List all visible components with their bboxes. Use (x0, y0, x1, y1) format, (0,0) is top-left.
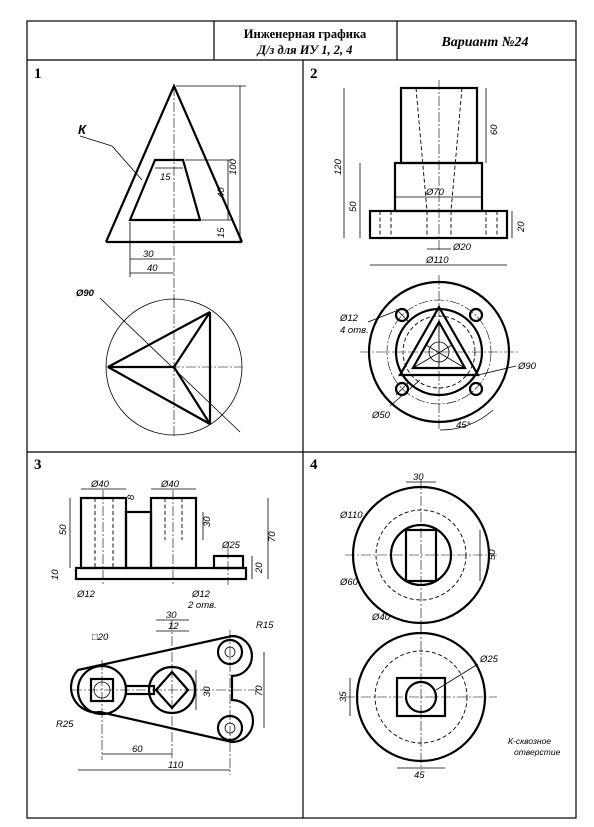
dim-12b-text: Ø12 (191, 589, 211, 600)
dim-angle-text: 45° (456, 420, 471, 431)
d90-leader (477, 365, 517, 376)
task-3-number: 3 (34, 457, 42, 473)
task-2: 2 60 120 50 Ø70 20 Ø20 Ø110 (310, 66, 537, 431)
dim-10-text: 10 (50, 569, 61, 580)
bolt-x-3 (395, 382, 409, 396)
header-subtitle: Д/з для ИУ 1, 2, 4 (257, 43, 353, 57)
k-leader-2 (111, 145, 143, 181)
dim-45-4-text: 45 (414, 770, 425, 781)
angle-arc (439, 409, 494, 431)
d25-leader (435, 663, 479, 691)
dim-70b-text: 70 (254, 685, 265, 696)
dim-50b-text: Ø50 (371, 410, 391, 421)
bolt-hole-1 (394, 307, 410, 323)
dim-holes-text: 4 отв. (340, 325, 369, 336)
left-boss (79, 496, 128, 570)
dim-90b-text: Ø90 (517, 361, 537, 372)
tri-line-2 (412, 344, 453, 369)
dim-60-text: 60 (489, 124, 500, 135)
dim-20-text: Ø20 (452, 242, 472, 253)
base-plate (74, 566, 248, 581)
dim-30v-text: 30 (202, 516, 213, 527)
label-k: К (78, 122, 87, 137)
task-2-number: 2 (310, 66, 318, 82)
dim-12a-text: Ø12 (76, 589, 96, 600)
top-section-2 (107, 366, 211, 425)
dim-35-4-text: 35 (338, 691, 349, 702)
dim-40a-text: Ø40 (90, 479, 110, 490)
dim-110-text: Ø110 (425, 255, 449, 266)
d50-leader (389, 379, 421, 407)
dim-40-4-text: Ø40 (371, 612, 391, 623)
hidden-cone-1 (415, 87, 428, 212)
small-boss (212, 554, 245, 570)
dim-110c-text: 110 (168, 760, 184, 771)
sheet-border (26, 20, 577, 819)
dim-8-text: 8 (126, 494, 137, 500)
dim-40-v-text: 40 (216, 187, 227, 198)
bolt-hole-2 (468, 307, 484, 323)
dim-25-4-text: Ø25 (479, 654, 499, 665)
cone-cutout (128, 158, 202, 222)
d12-leader (367, 310, 397, 323)
dim-70v-text: 70 (267, 531, 278, 542)
base-flange (368, 209, 509, 240)
dim-t30-text: 30 (166, 610, 177, 621)
dim-60-4-text: Ø60 (339, 577, 359, 588)
dim-100-text: 100 (228, 158, 239, 175)
top-section-1 (107, 311, 211, 369)
bolt-hole-4 (468, 381, 484, 397)
dim-30-text: 30 (143, 249, 154, 260)
hidden-cone-2 (450, 87, 463, 212)
dim-120-text: 120 (333, 158, 344, 175)
rib-web (124, 510, 153, 570)
dim-50v-text: 50 (58, 524, 69, 535)
dim-15-top-text: 15 (160, 172, 171, 183)
k-leader-1 (79, 135, 113, 147)
note-line-2: отверстие (514, 747, 561, 757)
dim-r15-text: R15 (256, 620, 274, 631)
dim-t12-text: 12 (168, 621, 179, 632)
tri-line-3 (425, 344, 466, 369)
dim-m30-text: 30 (202, 686, 213, 697)
dim-25-text: Ø25 (221, 540, 241, 551)
task-1-number: 1 (34, 66, 42, 82)
dim-20-v-text: 20 (516, 221, 527, 233)
dim-30-4-text: 30 (413, 472, 424, 483)
dim-90-text: Ø90 (76, 288, 95, 299)
dim-60-text: 60 (132, 744, 143, 755)
task-3: 3 Ø40 8 Ø40 50 30 70 Ø25 20 10 Ø12 Ø12 2… (34, 457, 278, 775)
bolt-x-1 (395, 308, 409, 322)
task-4: 4 30 Ø110 50 Ø60 Ø40 Ø25 35 45 К-сквозно… (310, 457, 561, 781)
dim-sq20-text: □20 (92, 632, 109, 643)
dim-50-text: 50 (348, 201, 359, 212)
dim-40-h-text: 40 (147, 263, 158, 274)
dim-15-v-text: 15 (216, 227, 227, 238)
dim-90-leader (99, 297, 241, 433)
dim-50-4-text: 50 (487, 549, 498, 560)
note-line-1: К-сквозное (508, 736, 551, 746)
dim-r25-text: R25 (56, 719, 74, 730)
dim-40b-text: Ø40 (160, 479, 180, 490)
dim-holes3-text: 2 отв. (187, 600, 217, 611)
plate-outline (69, 634, 255, 744)
variant-label: Вариант №24 (440, 35, 528, 50)
bolt-hole-3 (394, 381, 410, 397)
header-title: Инженерная графика (244, 27, 367, 41)
dim-12-text: Ø12 (339, 313, 359, 324)
right-boss (149, 496, 198, 570)
dim-20v-text: 20 (254, 562, 265, 574)
dim-110-4-text: Ø110 (339, 510, 363, 521)
dim-70-text: Ø70 (425, 187, 445, 198)
task-4-number: 4 (310, 457, 318, 473)
task-1: 1 К 15 100 40 15 30 40 Ø90 (34, 66, 246, 436)
